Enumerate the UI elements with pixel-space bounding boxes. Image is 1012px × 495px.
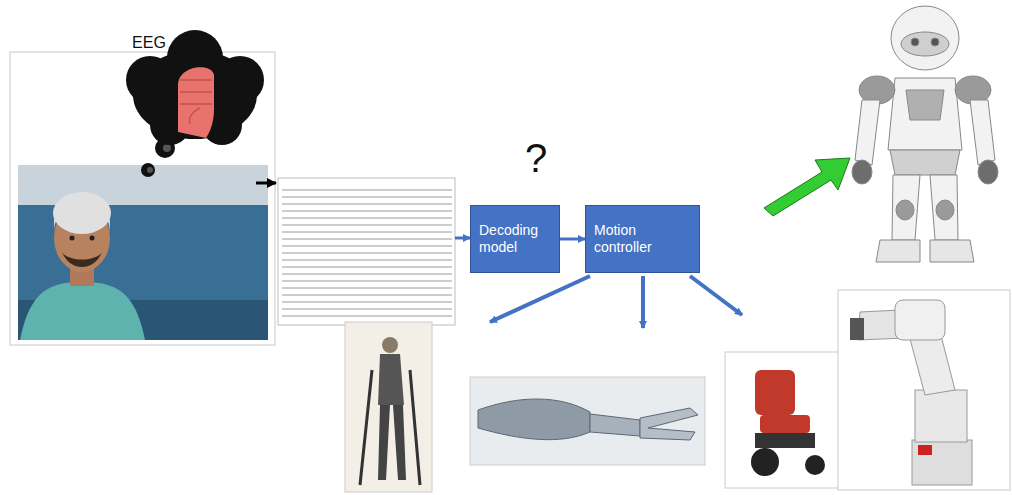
- eeg-signals: [278, 178, 455, 325]
- box-text: Decoding model: [479, 222, 551, 256]
- arrow: [455, 237, 470, 240]
- eeg-photo: [10, 52, 275, 345]
- arrow: [690, 276, 742, 315]
- box-text: Motion controller: [594, 222, 691, 256]
- wheelchair: [725, 352, 843, 488]
- humanoid-robot: [852, 6, 998, 262]
- exoskeleton: [345, 322, 432, 492]
- industrial-robot: [838, 290, 1010, 490]
- prosthetic-arm: [470, 377, 705, 465]
- arrow: [641, 276, 645, 328]
- question-mark: ?: [525, 136, 547, 181]
- panel-label: EEG: [132, 34, 166, 52]
- connector-arrow: [560, 238, 585, 241]
- arrow: [490, 276, 590, 322]
- process-box: Decoding model: [470, 205, 560, 273]
- green-arrow: [764, 158, 850, 216]
- process-box: Motion controller: [585, 205, 700, 273]
- thought-bubble: [126, 30, 264, 177]
- arrow: [256, 182, 276, 185]
